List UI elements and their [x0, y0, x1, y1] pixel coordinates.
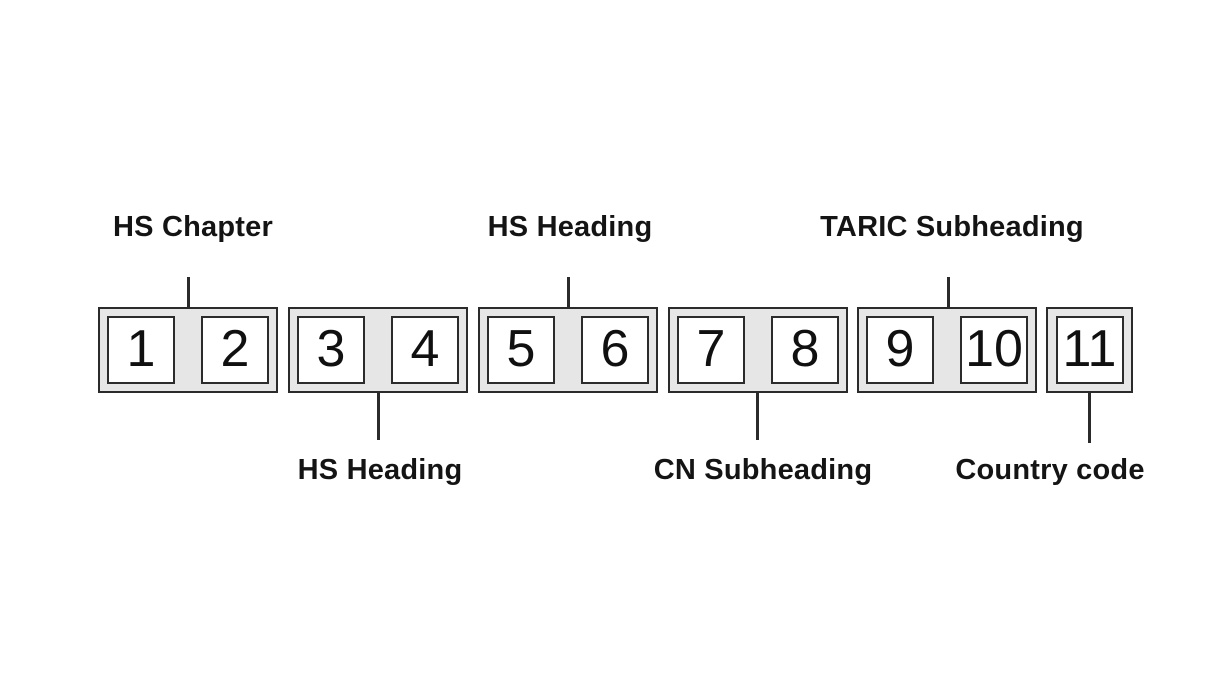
digit-cell-2: 2	[201, 316, 269, 384]
digit-cell-5: 5	[487, 316, 555, 384]
group-hs-heading-upper: 5 6	[478, 307, 658, 393]
connector-hs-chapter	[187, 277, 190, 308]
label-cn-subheading: CN Subheading	[653, 454, 873, 486]
group-hs-heading-lower: 3 4	[288, 307, 468, 393]
digit-cell-4: 4	[391, 316, 459, 384]
connector-hs-heading-upper	[567, 277, 570, 308]
label-hs-heading-upper: HS Heading	[487, 211, 653, 243]
connector-hs-heading-lower	[377, 393, 380, 440]
label-taric-subheading: TARIC Subheading	[820, 211, 1084, 243]
digit-cell-1: 1	[107, 316, 175, 384]
connector-cn-subheading	[756, 393, 759, 440]
group-taric-subheading: 9 10	[857, 307, 1037, 393]
connector-taric-subheading	[947, 277, 950, 308]
connector-country-code	[1088, 393, 1091, 443]
digit-cell-6: 6	[581, 316, 649, 384]
digit-cell-7: 7	[677, 316, 745, 384]
group-country-code: 11	[1046, 307, 1133, 393]
group-cn-subheading: 7 8	[668, 307, 848, 393]
label-hs-chapter: HS Chapter	[113, 211, 273, 243]
group-hs-chapter: 1 2	[98, 307, 278, 393]
label-hs-heading-lower: HS Heading	[297, 454, 463, 486]
digit-cell-10: 10	[960, 316, 1028, 384]
digit-cell-8: 8	[771, 316, 839, 384]
digit-cell-9: 9	[866, 316, 934, 384]
digit-cell-11: 11	[1055, 316, 1124, 384]
label-country-code: Country code	[955, 454, 1145, 486]
digit-cell-3: 3	[297, 316, 365, 384]
